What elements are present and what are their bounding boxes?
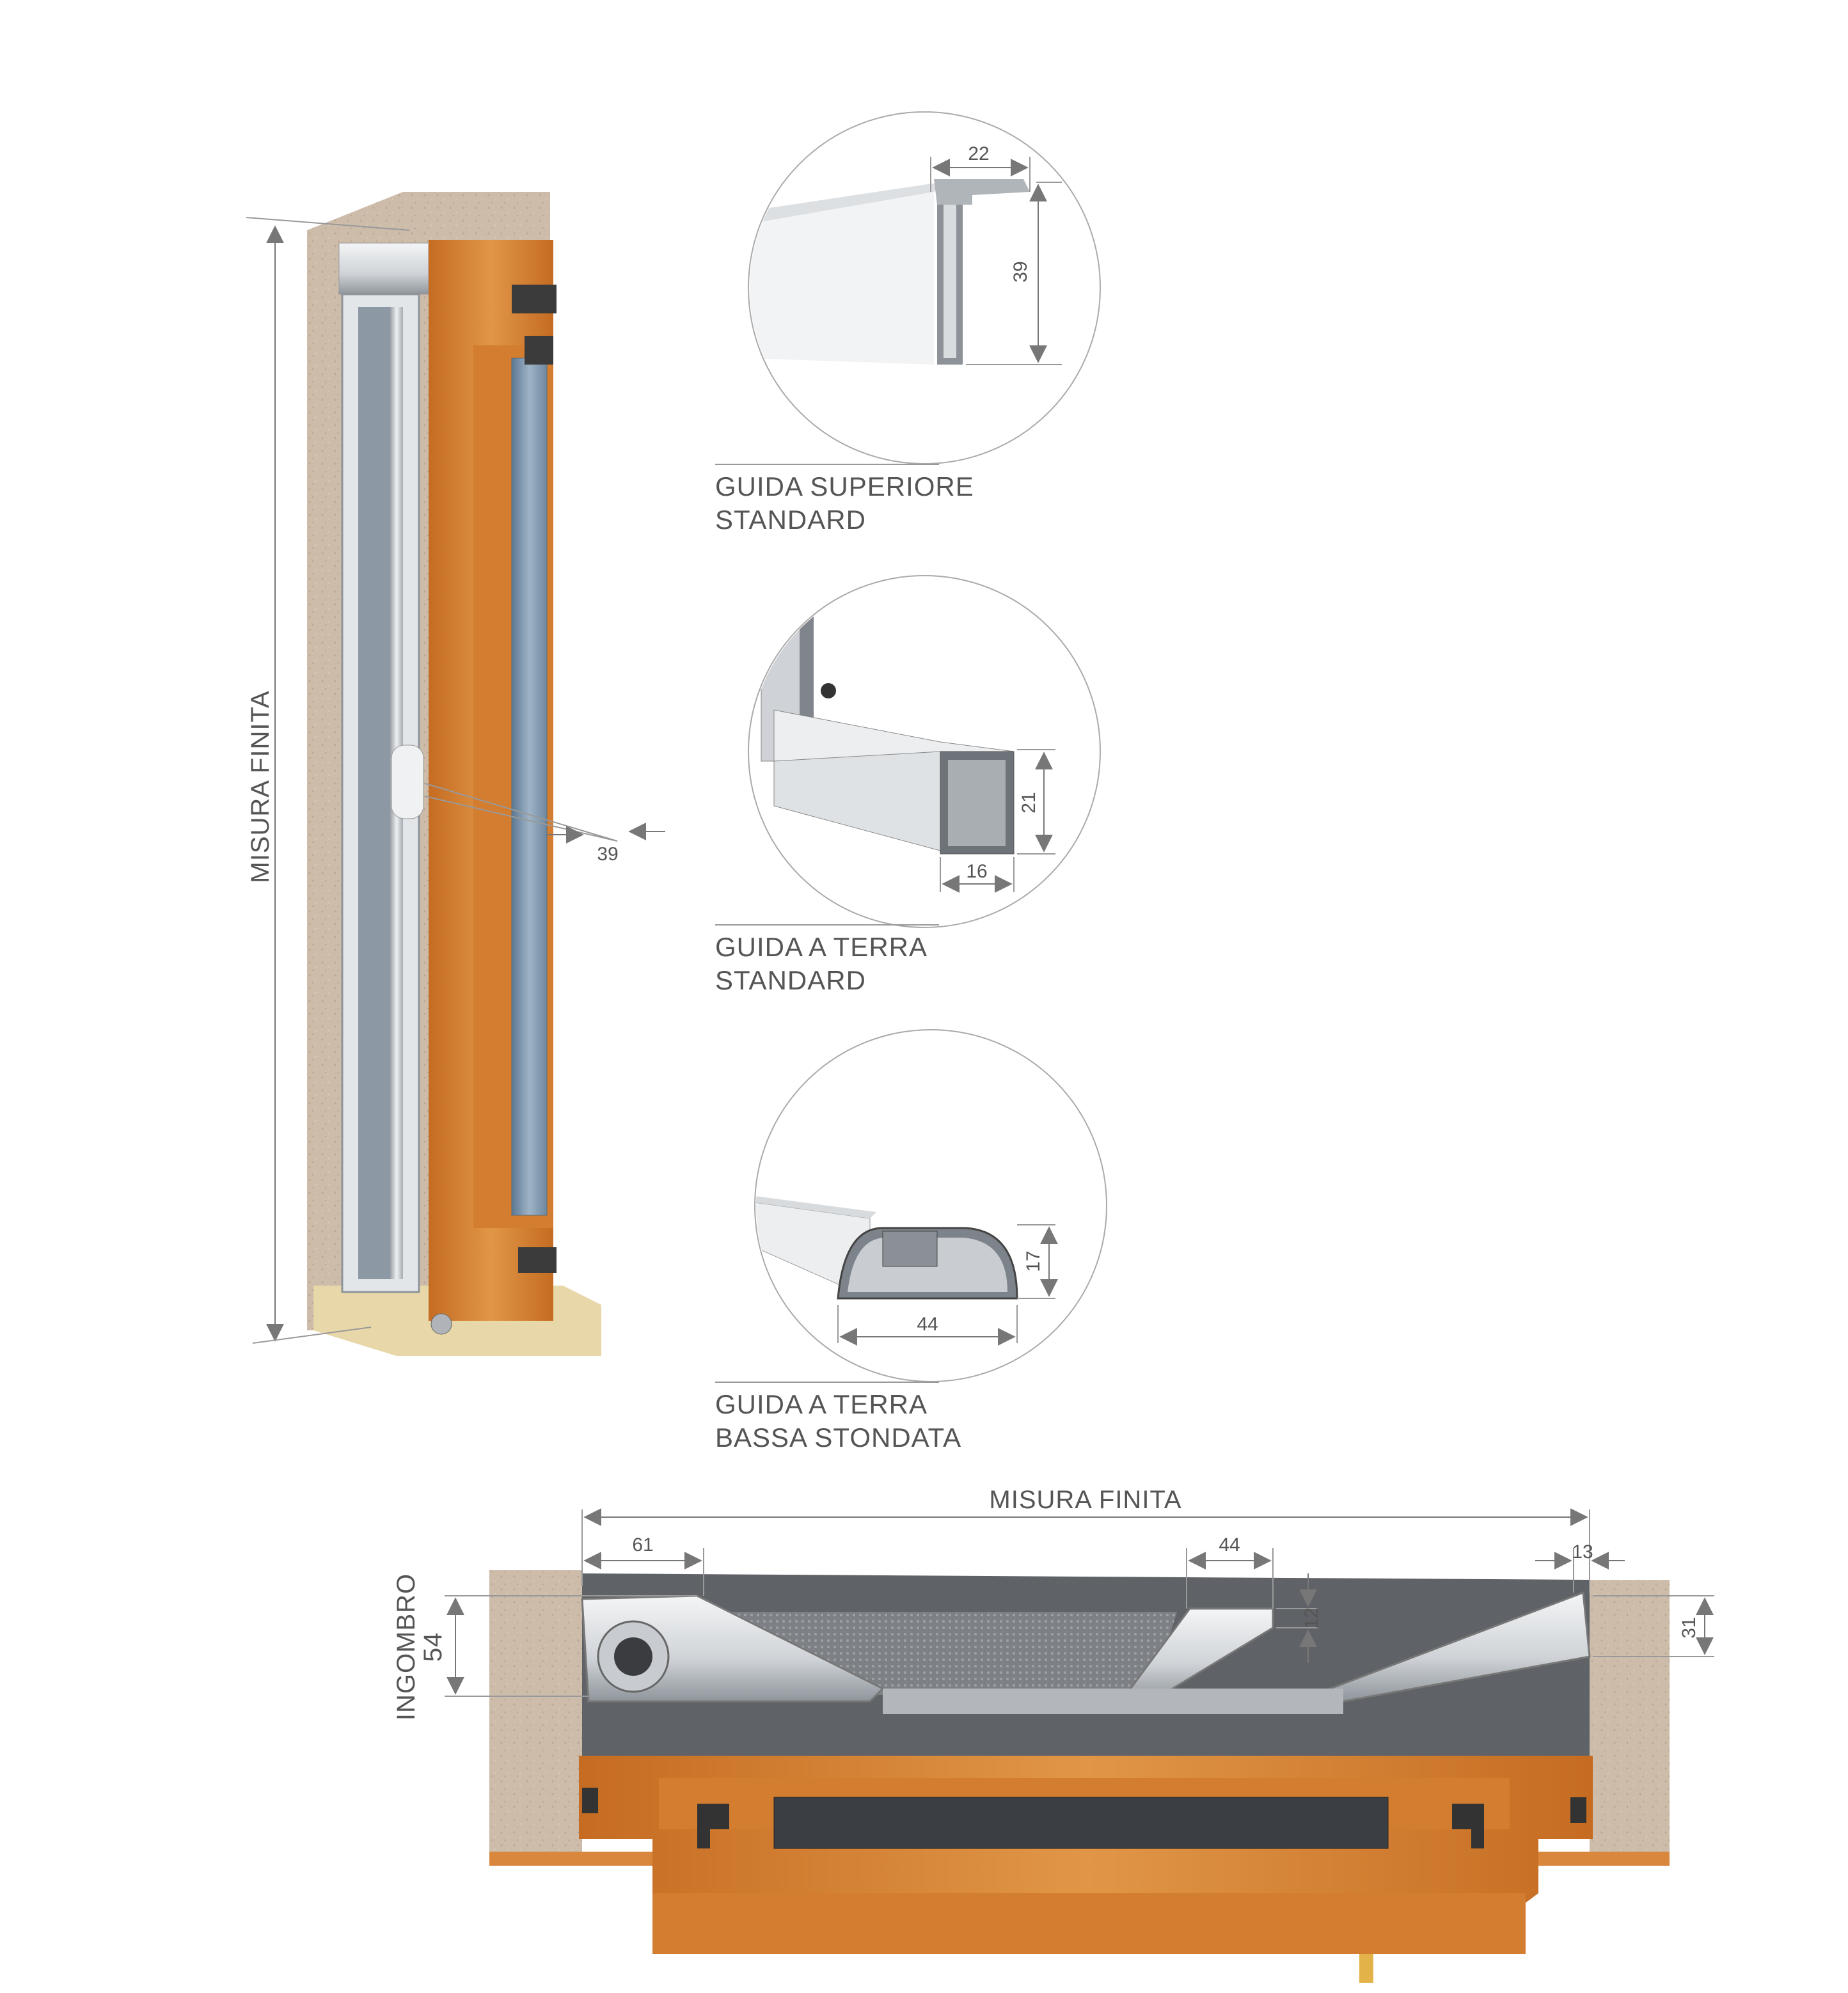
profile-channel (882, 1231, 938, 1267)
mesh-surface (691, 1612, 1177, 1695)
screw-icon (821, 683, 836, 698)
wood-bottom (652, 1893, 1526, 1954)
top-box (338, 242, 429, 295)
seal (1570, 1797, 1586, 1823)
top-seal (525, 336, 553, 365)
depth-extension-2 (425, 796, 618, 842)
height-label: MISURA FINITA (246, 690, 274, 883)
hardware (697, 1804, 729, 1848)
height-value: 17 (1023, 1250, 1044, 1272)
bottom-roller (430, 1313, 452, 1335)
wall-left (489, 1570, 582, 1861)
top-gasket (512, 285, 557, 313)
caption-line: BASSA STONDATA (715, 1422, 962, 1453)
width-value: 44 (917, 1314, 938, 1335)
profile-face (750, 192, 934, 365)
roller-core (614, 1637, 652, 1676)
glass-pane (773, 1797, 1389, 1849)
caption-line: STANDARD (715, 965, 866, 995)
handle-icon (391, 744, 424, 819)
profile-section-inner (948, 760, 1006, 846)
caption-line: GUIDA A TERRA (715, 1389, 928, 1419)
caption-line: GUIDA A TERRA (715, 932, 928, 962)
caption-rule (715, 924, 939, 926)
height-value: 39 (1010, 261, 1031, 282)
height-extension-top (246, 217, 410, 231)
bottom-gasket (518, 1247, 557, 1273)
depth-extension-1 (425, 783, 618, 842)
bar-width-value: 44 (1219, 1534, 1240, 1556)
wall-right (1590, 1580, 1670, 1861)
caption-rule (715, 1382, 939, 1383)
overall-width-label: MISURA FINITA (989, 1486, 1181, 1514)
detail-low-rounded-guide: 17 44 (754, 1029, 1107, 1382)
guide-width-value: 13 (1572, 1541, 1593, 1563)
glass-pane (511, 358, 548, 1216)
guide-height-value: 31 (1678, 1617, 1700, 1638)
profile-lip (934, 179, 1030, 205)
center-bar (1124, 1607, 1274, 1703)
profile-top (756, 1196, 876, 1218)
caption-low-rounded-guide: GUIDA A TERRA BASSA STONDATA (715, 1388, 961, 1454)
depth-value: 39 (597, 844, 618, 865)
plan-section-view: MISURA FINITA 61 44 13 12 31 INGOMBRO 54 (392, 1486, 1714, 1983)
height-value: 21 (1018, 792, 1039, 813)
profile-channel-inner (944, 185, 956, 358)
caption-top-guide: GUIDA SUPERIORE STANDARD (715, 470, 974, 537)
caption-rule (715, 464, 939, 465)
hardware (1452, 1804, 1484, 1848)
caption-line: GUIDA SUPERIORE (715, 471, 974, 501)
ingombro-value: 54 (419, 1632, 447, 1662)
caption-line: STANDARD (715, 505, 866, 535)
height-extension-bottom (252, 1327, 372, 1344)
lock-pin (1359, 1954, 1373, 1983)
caption-floor-guide: GUIDA A TERRA STANDARD (715, 931, 928, 997)
width-value: 16 (966, 861, 987, 882)
profile-top (750, 182, 940, 224)
detail-top-guide: 22 39 (748, 111, 1101, 464)
detail-floor-guide: 21 16 (748, 575, 1101, 928)
width-value: 22 (968, 143, 989, 164)
vertical-section-view: MISURA FINITA 39 (246, 192, 665, 1356)
bar-depth-value: 12 (1301, 1607, 1322, 1628)
seal (582, 1788, 598, 1813)
ingombro-label: INGOMBRO (392, 1573, 420, 1721)
cassette-width-value: 61 (632, 1534, 653, 1556)
bottom-rail (883, 1689, 1343, 1714)
